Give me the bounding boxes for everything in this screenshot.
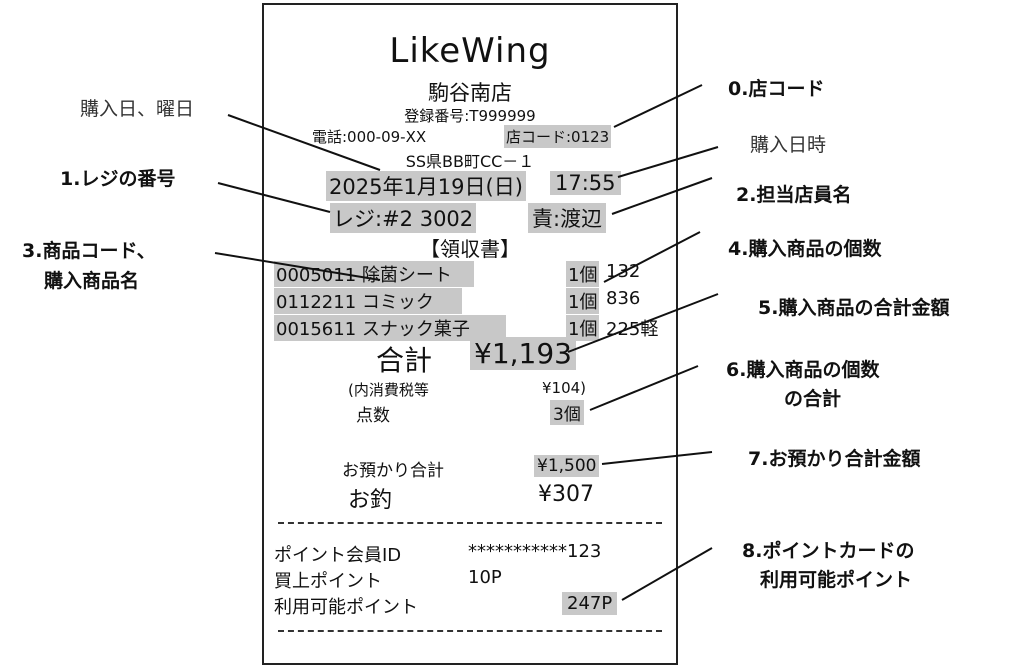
registration-number: 登録番号:T999999 bbox=[404, 107, 536, 125]
earned-points-value: 10P bbox=[468, 567, 502, 588]
annotation-deposit: 7.お預かり合計金額 bbox=[748, 448, 921, 470]
annotation-purchase-datetime: 購入日時 bbox=[750, 134, 827, 156]
store-name: 駒谷南店 bbox=[428, 81, 512, 105]
annotation-qty-sum-sub: の合計 bbox=[784, 388, 842, 410]
change-value: ¥307 bbox=[538, 482, 594, 507]
available-points-label: 利用可能ポイント bbox=[274, 597, 418, 618]
leader-line bbox=[214, 252, 381, 281]
item-price: 225軽 bbox=[606, 319, 659, 340]
change-label: お釣 bbox=[348, 488, 393, 513]
leader-line bbox=[217, 182, 331, 213]
total-value: ¥1,193 bbox=[470, 337, 576, 370]
item-price: 836 bbox=[606, 288, 641, 309]
leader-line bbox=[567, 293, 719, 353]
annotation-purchase-day: 購入日、曜日 bbox=[80, 98, 195, 120]
leader-line bbox=[601, 451, 713, 465]
count-value: 3個 bbox=[550, 400, 584, 425]
item-code-name: 0112211 コミック bbox=[274, 288, 462, 314]
leader-line bbox=[621, 547, 713, 601]
member-id-label: ポイント会員ID bbox=[274, 545, 402, 566]
annotation-available-points: 利用可能ポイント bbox=[760, 569, 913, 591]
phone-number: 電話:000-09-XX bbox=[312, 128, 427, 146]
deposit-label: お預かり合計 bbox=[342, 461, 444, 481]
leader-line bbox=[617, 146, 719, 178]
deposit-value: ¥1,500 bbox=[534, 455, 600, 477]
purchase-date: 2025年1月19日(日) bbox=[326, 171, 526, 201]
leader-line bbox=[611, 177, 713, 215]
annotation-register-number: 1.レジの番号 bbox=[60, 168, 176, 190]
leader-line bbox=[613, 84, 703, 128]
receipt-title: 【領収書】 bbox=[420, 237, 520, 261]
available-points-value: 247P bbox=[562, 592, 618, 615]
annotation-item-name: 購入商品名 bbox=[44, 270, 140, 292]
annotation-store-code: 0.店コード bbox=[728, 78, 825, 100]
annotation-qty-sum: 6.購入商品の個数 bbox=[726, 359, 880, 381]
annotation-item-total: 5.購入商品の合計金額 bbox=[758, 297, 950, 319]
annotation-item-qty: 4.購入商品の個数 bbox=[728, 238, 882, 260]
divider-top bbox=[278, 522, 662, 524]
item-code-name: 0015611 スナック菓子 bbox=[274, 315, 506, 341]
divider-bottom bbox=[278, 630, 662, 632]
store-address: SS県BB町CC－１ bbox=[405, 152, 535, 171]
leader-line bbox=[603, 231, 701, 283]
item-qty: 1個 bbox=[566, 261, 600, 287]
item-qty: 1個 bbox=[566, 288, 600, 314]
total-label: 合計 bbox=[376, 344, 433, 377]
count-label: 点数 bbox=[356, 406, 390, 426]
register-number: レジ:#2 3002 bbox=[330, 203, 477, 233]
earned-points-label: 買上ポイント bbox=[274, 571, 382, 592]
annotation-item-code: 3.商品コード、 bbox=[22, 240, 156, 262]
receipt: LikeWing 駒谷南店 登録番号:T999999 電話:000-09-XX … bbox=[262, 3, 678, 665]
staff-name: 責:渡辺 bbox=[528, 203, 607, 233]
annotation-staff-name: 2.担当店員名 bbox=[736, 184, 852, 206]
purchase-time: 17:55 bbox=[550, 171, 621, 195]
annotation-point-card: 8.ポイントカードの bbox=[742, 540, 915, 562]
leader-line bbox=[227, 114, 381, 171]
store-code: 店コード:0123 bbox=[504, 125, 612, 148]
tax-label: (内消費税等 bbox=[348, 381, 429, 399]
item-qty: 1個 bbox=[566, 315, 600, 341]
tax-value: ¥104) bbox=[542, 379, 587, 397]
brand-name: LikeWing bbox=[389, 31, 551, 71]
member-id-value: ***********123 bbox=[468, 541, 602, 562]
leader-line bbox=[589, 365, 699, 411]
